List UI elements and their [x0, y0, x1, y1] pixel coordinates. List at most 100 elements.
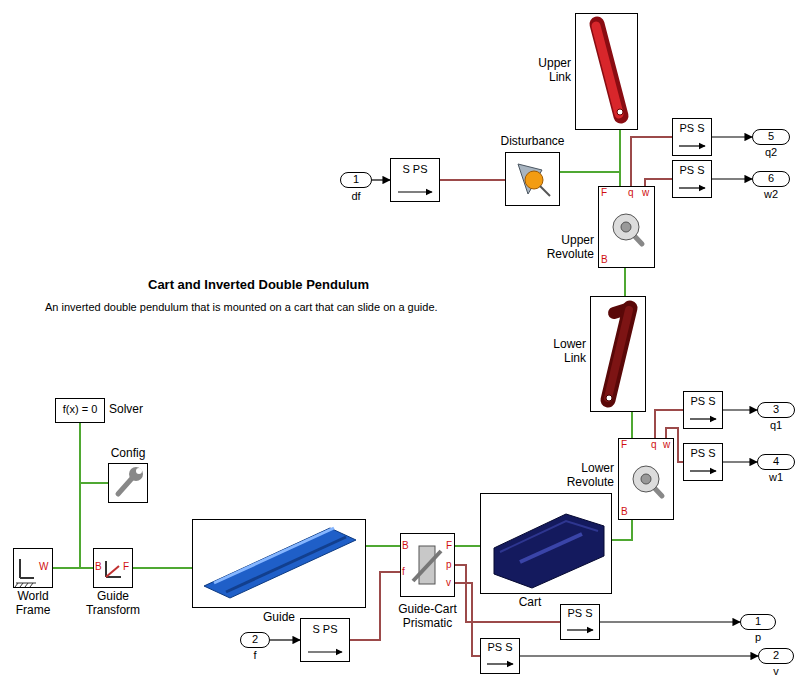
- block-label: S PS: [390, 163, 440, 176]
- port-label: p: [446, 559, 456, 571]
- port-label: w: [642, 187, 652, 199]
- port-label: w: [663, 439, 673, 451]
- port-label: B: [95, 561, 105, 573]
- joint-disc: [613, 214, 639, 240]
- prismatic-rod: [413, 551, 441, 581]
- block-label: 5: [752, 130, 790, 143]
- prismatic-joint: BFfpvGuide-Cart Prismatic: [400, 533, 455, 597]
- block-label: 4: [757, 455, 795, 468]
- block-label: p: [740, 631, 776, 644]
- transform-arrow: [106, 566, 119, 577]
- guide-block: Guide: [192, 519, 366, 608]
- frame-connection: [612, 520, 632, 540]
- frame-connection: [455, 545, 480, 547]
- block-label: f: [240, 649, 270, 662]
- link-highlight: [596, 26, 619, 114]
- frame-connection: [133, 567, 192, 569]
- signal-line: [520, 655, 758, 656]
- link-block: Upper Link: [575, 13, 638, 130]
- guide-groove: [226, 537, 346, 592]
- outport: 4w1: [757, 454, 795, 470]
- ground-hatch: [15, 583, 33, 587]
- transform-block: BFGuide Transform: [93, 548, 133, 588]
- port-label: B: [402, 540, 412, 552]
- converter-block: PS S: [683, 443, 723, 481]
- solver-block: f(x) = 0Solver: [55, 398, 105, 423]
- signal-line: [723, 461, 757, 462]
- port-label: v: [446, 577, 456, 589]
- block-label: 1: [340, 173, 372, 186]
- port-label: q: [651, 439, 661, 451]
- block-label: q1: [757, 419, 795, 432]
- port-label: B: [601, 254, 611, 266]
- converter-block: S PS: [300, 618, 350, 662]
- guide-highlight: [214, 528, 334, 583]
- inport: 2f: [240, 632, 270, 648]
- disturbance-block: Disturbance: [505, 152, 560, 206]
- converter-arrow: [690, 470, 716, 471]
- block-label: Config: [98, 447, 158, 461]
- inport: 1df: [340, 172, 372, 188]
- converter-block: PS S: [672, 118, 712, 156]
- block-label: PS S: [683, 447, 723, 460]
- block-label: PS S: [480, 641, 520, 654]
- block-label: PS S: [672, 122, 712, 135]
- block-label: df: [336, 190, 376, 203]
- block-label: World Frame: [5, 590, 61, 618]
- physical-signal-line: [440, 179, 505, 181]
- converter-arrow: [567, 629, 593, 630]
- joint-disc: [633, 466, 659, 492]
- joint-pin: [641, 474, 651, 484]
- frame-axis: [20, 577, 34, 579]
- port-label: B: [621, 506, 631, 518]
- block-label: PS S: [683, 395, 723, 408]
- transform-axis: [105, 561, 107, 577]
- converter-arrow: [679, 187, 705, 188]
- revolute-joint: Lower RevoluteFqwB: [618, 438, 674, 520]
- port-label: f: [402, 566, 412, 578]
- converter-block: S PS: [390, 158, 440, 202]
- converter-block: PS S: [683, 391, 723, 429]
- link-block: Lower Link: [590, 296, 646, 412]
- cart-body: [494, 514, 604, 588]
- signal-line: [600, 621, 740, 622]
- frame-axis: [19, 559, 21, 578]
- converter-arrow: [679, 145, 705, 146]
- frame-connection: [366, 545, 400, 547]
- outport: 2v: [758, 648, 794, 664]
- physical-signal-line: [631, 137, 672, 186]
- block-label: f(x) = 0: [55, 403, 105, 416]
- block-label: 2: [240, 633, 270, 646]
- block-label: Upper Revolute: [544, 234, 594, 262]
- block-label: w2: [752, 188, 790, 201]
- cart-block: Cart: [480, 493, 612, 594]
- signal-line: [712, 136, 752, 137]
- converter-arrow: [398, 191, 432, 192]
- disturbance-arrow: [540, 186, 550, 196]
- block-label: q2: [752, 146, 790, 159]
- frame-connection: [560, 130, 620, 172]
- disturbance-blade: [518, 164, 542, 194]
- signal-line: [372, 179, 390, 180]
- converter-arrow: [690, 418, 716, 419]
- port-label: F: [601, 187, 611, 199]
- block-label: v: [758, 665, 794, 678]
- block-label: PS S: [672, 164, 712, 177]
- diagram-title: Cart and Inverted Double Pendulum: [148, 277, 369, 292]
- block-label: Upper Link: [531, 57, 571, 85]
- block-label: Lower Link: [546, 338, 586, 366]
- block-label: PS S: [560, 607, 600, 620]
- link-body: [597, 24, 621, 116]
- block-label: Disturbance: [485, 135, 580, 149]
- converter-block: PS S: [560, 604, 600, 640]
- signal-line: [270, 639, 300, 640]
- block-label: 2: [758, 649, 794, 662]
- config-block: Config: [108, 463, 148, 503]
- block-label: 3: [757, 403, 795, 416]
- block-label: Guide Transform: [81, 590, 145, 618]
- guide-rail: [204, 528, 356, 598]
- port-label: F: [621, 439, 631, 451]
- signal-line: [712, 178, 752, 179]
